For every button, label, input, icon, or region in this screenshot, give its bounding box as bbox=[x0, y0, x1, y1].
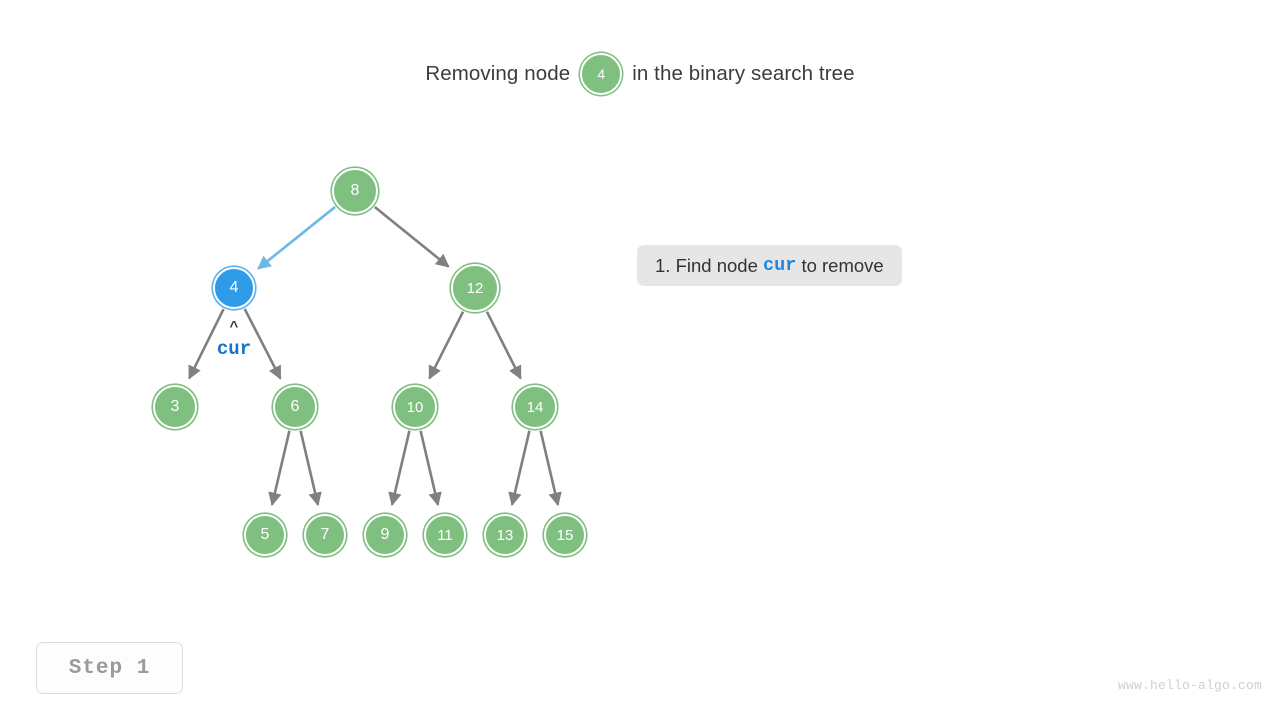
page-title-prefix: Removing node bbox=[425, 62, 571, 85]
tree-node-value: 14 bbox=[526, 398, 544, 416]
tree-node-13[interactable]: 13 bbox=[484, 514, 526, 556]
tree-edge bbox=[188, 308, 225, 380]
tree-node-value: 4 bbox=[229, 279, 239, 296]
tree-edge bbox=[257, 205, 336, 270]
caption-code-cur: cur bbox=[763, 255, 797, 276]
tree-edge bbox=[419, 430, 442, 507]
tree-node-value: 13 bbox=[496, 526, 514, 544]
tree-node-value: 3 bbox=[170, 398, 180, 415]
tree-node-12[interactable]: 12 bbox=[451, 264, 499, 312]
tree-node-value: 10 bbox=[406, 398, 424, 416]
step-badge: Step 1 bbox=[36, 642, 183, 694]
tree-node-4[interactable]: 4 bbox=[213, 267, 255, 309]
page-title-suffix: in the binary search tree bbox=[632, 62, 855, 85]
site-watermark: www.hello-algo.com bbox=[1117, 678, 1262, 693]
tree-node-10[interactable]: 10 bbox=[393, 385, 437, 429]
tree-edge bbox=[299, 430, 322, 507]
caret-icon: ^ bbox=[229, 319, 239, 336]
tree-edge bbox=[243, 308, 282, 380]
caption-suffix: to remove bbox=[796, 254, 884, 276]
tree-node-value: 8 bbox=[350, 182, 360, 199]
tree-node-value: 7 bbox=[320, 526, 330, 543]
tree-node-14[interactable]: 14 bbox=[513, 385, 557, 429]
tree-edge bbox=[388, 430, 411, 507]
tree-edge bbox=[428, 311, 465, 380]
tree-node-15[interactable]: 15 bbox=[544, 514, 586, 556]
tree-node-value: 9 bbox=[380, 526, 390, 543]
cur-pointer-annotation: ^ cur bbox=[184, 320, 284, 359]
tree-node-9[interactable]: 9 bbox=[364, 514, 406, 556]
tree-node-11[interactable]: 11 bbox=[424, 514, 466, 556]
tree-edge bbox=[508, 430, 531, 507]
caption-prefix: 1. Find node bbox=[655, 254, 763, 276]
tree-edge bbox=[374, 206, 450, 268]
title-node-badge: 4 bbox=[580, 53, 623, 95]
tree-edges bbox=[188, 205, 562, 507]
tree-node-3[interactable]: 3 bbox=[153, 385, 197, 429]
tree-node-5[interactable]: 5 bbox=[244, 514, 286, 556]
cur-pointer-label: cur bbox=[216, 338, 252, 360]
tree-node-value: 15 bbox=[556, 526, 574, 544]
tree-node-8[interactable]: 8 bbox=[332, 168, 378, 214]
tree-node-7[interactable]: 7 bbox=[304, 514, 346, 556]
tree-node-value: 5 bbox=[260, 526, 270, 543]
tree-node-value: 12 bbox=[466, 279, 484, 297]
tree-node-value: 6 bbox=[290, 398, 300, 415]
tree-node-6[interactable]: 6 bbox=[273, 385, 317, 429]
tree-edge bbox=[268, 430, 291, 507]
tree-edge bbox=[485, 311, 522, 380]
step-badge-label: Step 1 bbox=[68, 656, 151, 680]
title-node-value: 4 bbox=[597, 66, 606, 82]
step-caption-box: 1. Find node cur to remove bbox=[637, 245, 902, 286]
tree-node-value: 11 bbox=[437, 526, 453, 544]
page-title: Removing node 4 in the binary search tre… bbox=[0, 53, 1280, 95]
tree-edge bbox=[539, 430, 562, 507]
